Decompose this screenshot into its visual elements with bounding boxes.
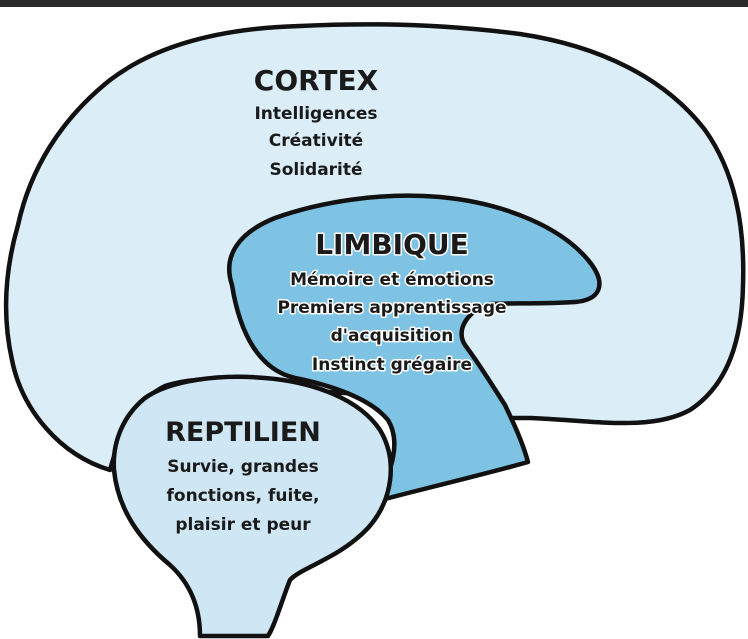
reptilien-line-1: Survie, grandes — [167, 457, 319, 477]
reptilien-line-3: plaisir et peur — [175, 515, 311, 535]
reptilien-region — [111, 374, 393, 639]
cortex-line-3: Solidarité — [269, 160, 362, 180]
top-bar — [0, 0, 748, 7]
limbique-line-3: d'acquisition — [331, 326, 454, 346]
limbique-line-1: Mémoire et émotions — [290, 270, 494, 290]
cortex-line-2: Créativité — [269, 131, 363, 151]
reptilien-title: REPTILIEN — [165, 417, 321, 448]
limbique-line-4: Instinct grégaire — [312, 355, 472, 375]
cortex-line-1: Intelligences — [254, 104, 377, 124]
reptilien-line-2: fonctions, fuite, — [167, 486, 320, 506]
limbique-title: LIMBIQUE — [315, 228, 469, 261]
cortex-title: CORTEX — [254, 64, 379, 97]
limbique-line-2: Premiers apprentissage — [277, 298, 506, 318]
limbique-region — [227, 193, 602, 506]
